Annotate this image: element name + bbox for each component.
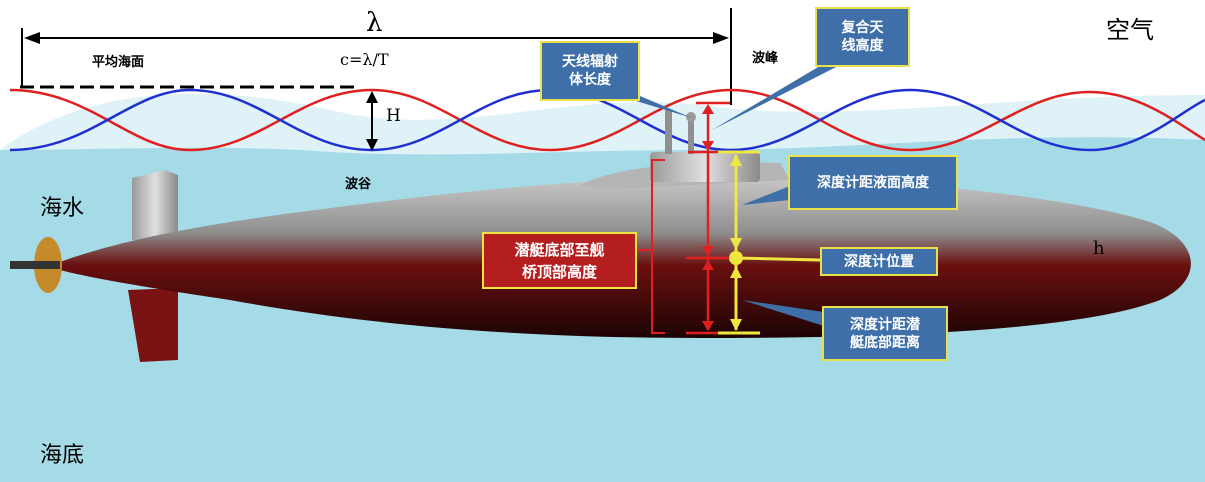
h-label: h xyxy=(1093,238,1105,259)
submarine-sail xyxy=(650,152,760,182)
air-label: 空气 xyxy=(1106,16,1154,44)
red-arrowhead-b xyxy=(702,141,714,151)
wave-height-arrowhead-top xyxy=(366,91,378,103)
yellow-arrowhead-a xyxy=(730,154,742,166)
yellow-arrowhead-c xyxy=(730,266,742,278)
mean-sea-level-label: 平均海面 xyxy=(92,55,145,70)
depth-gauge-position-callout: 深度计位置 xyxy=(820,247,938,276)
sub-bottom-to-bridge-top-callout: 潜艇底部至舰 桥顶部高度 xyxy=(482,232,637,289)
composite-antenna-pointer xyxy=(712,60,850,130)
depth-gauge-line xyxy=(735,256,821,262)
composite-antenna-height-callout: 复合天 线高度 xyxy=(815,7,910,67)
antenna-radiator-pointer xyxy=(620,96,692,118)
antenna-head xyxy=(686,112,696,122)
bridge-height-bracket xyxy=(651,159,665,334)
seawater-label: 海水 xyxy=(40,196,85,221)
red-arrowhead-e xyxy=(702,321,714,331)
yellow-arrowhead-b xyxy=(730,238,742,250)
red-arrowhead-c xyxy=(702,246,714,256)
red-arrowhead-d xyxy=(702,260,714,270)
wave-height-arrowhead-bottom xyxy=(366,139,378,151)
submarine-upper-fin xyxy=(132,170,178,240)
red-arrowhead-a xyxy=(702,104,714,114)
yellow-arrowhead-d xyxy=(730,319,742,331)
wave-red xyxy=(9,88,1205,152)
wave-blue xyxy=(9,88,1205,152)
depth-gauge-to-bottom-callout: 深度计距潜 艇底部距离 xyxy=(822,306,948,361)
depth-gauge-to-surface-callout: 深度计距液面高度 xyxy=(788,155,958,210)
antenna-radiator-length-callout: 天线辐射 体长度 xyxy=(540,41,640,101)
periscope-mast-1 xyxy=(665,110,672,154)
gauge-to-surface-pointer xyxy=(742,186,790,205)
crest-label: 波峰 xyxy=(752,51,779,66)
submarine-rudder xyxy=(128,288,178,362)
propeller-shaft xyxy=(10,261,60,269)
trough-label: 波谷 xyxy=(345,177,372,192)
wave-height-label: H xyxy=(386,106,401,126)
wavelength-symbol: λ xyxy=(366,8,383,38)
periscope-mast-2 xyxy=(688,118,694,154)
seabed-label: 海底 xyxy=(40,443,85,468)
wavelength-arrowhead-left xyxy=(24,32,40,44)
gauge-to-bottom-pointer xyxy=(742,300,824,326)
wavelength-arrowhead-right xyxy=(713,32,729,44)
wave-speed-formula: c=λ/T xyxy=(340,50,389,69)
